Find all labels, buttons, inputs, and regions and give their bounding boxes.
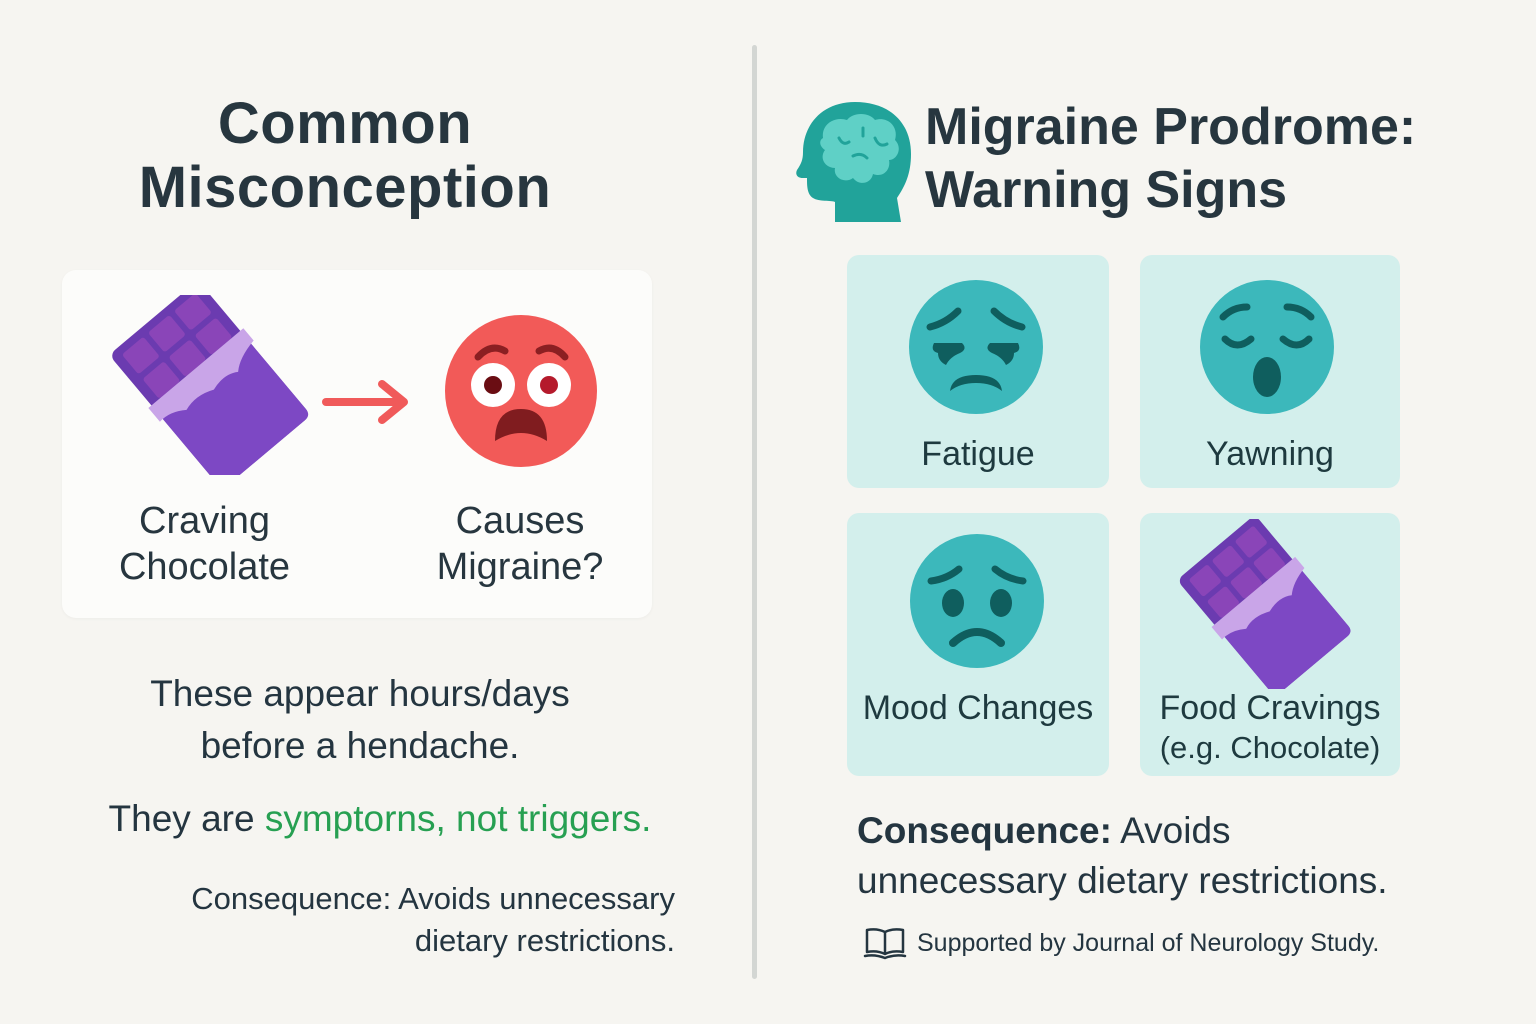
craving-label-line-2: Chocolate (118, 546, 291, 588)
left-consequence-text: Consequence: Avoids unnecessary dietary … (120, 878, 675, 962)
tired-face-icon (909, 280, 1043, 414)
left-consequence-line-1: Consequence: Avoids unnecessary (191, 881, 675, 916)
shocked-face-icon (445, 315, 597, 467)
yawning-face-icon (1200, 280, 1334, 414)
title-line-2: Misconception (138, 155, 552, 220)
causes-migraine-label: Causes Migraine? (410, 498, 630, 590)
worried-face-icon (910, 534, 1044, 668)
citation-text: Supported by Journal of Neurology Study. (917, 928, 1380, 957)
book-icon (863, 928, 907, 960)
arrow-right-icon (322, 380, 408, 424)
left-consequence-line-2: dietary restrictions. (414, 923, 675, 958)
sign-label-mood-changes: Mood Changes (862, 689, 1094, 727)
right-consequence-text: Consequence: Avoids unnecessary dietary … (857, 806, 1457, 906)
chocolate-bar-icon (112, 295, 309, 475)
sign-card-food-cravings: Food Cravings (e.g. Chocolate) (1140, 513, 1400, 776)
appear-before-text: These appear hours/days before a hendach… (80, 668, 640, 772)
sign-sublabel-chocolate: (e.g. Chocolate) (1159, 730, 1381, 765)
appear-line-1: These appear hours/days (150, 673, 570, 714)
consequence-rest: Avoids (1111, 810, 1231, 851)
sign-card-yawning: Yawning (1140, 255, 1400, 488)
causes-label-line-1: Causes (455, 500, 585, 542)
symptoms-highlight: symptorns, not triggers. (264, 798, 652, 839)
right-panel-title: Migraine Prodrome: Warning Signs (925, 96, 1505, 222)
craving-label-line-1: Craving (139, 500, 270, 542)
right-title-line-2: Warning Signs (925, 161, 1288, 219)
title-line-1: Common (217, 91, 473, 156)
right-title-line-1: Migraine Prodrome: (925, 98, 1417, 156)
head-brain-icon (796, 102, 911, 222)
causes-label-line-2: Migraine? (436, 546, 604, 588)
sign-label-food-cravings: Food Cravings (1159, 689, 1381, 727)
sign-label-yawning: Yawning (1206, 435, 1334, 473)
panel-divider (752, 45, 757, 979)
chocolate-bar-icon (1179, 519, 1351, 689)
symptoms-not-triggers-text: They are symptorns, not triggers. (40, 796, 720, 842)
consequence-label: Consequence: (857, 810, 1112, 851)
craving-chocolate-label: Craving Chocolate (92, 498, 317, 590)
symptoms-prefix: They are (108, 798, 265, 839)
sign-card-fatigue: Fatigue (847, 255, 1109, 488)
sign-card-mood-changes: Mood Changes (847, 513, 1109, 776)
right-consequence-line-2: unnecessary dietary restrictions. (857, 860, 1388, 901)
citation: Supported by Journal of Neurology Study. (863, 925, 1463, 961)
sign-label-fatigue: Fatigue (921, 435, 1035, 473)
appear-line-2: before a hendache. (200, 725, 520, 766)
left-panel-title: Common Misconception (60, 92, 630, 220)
